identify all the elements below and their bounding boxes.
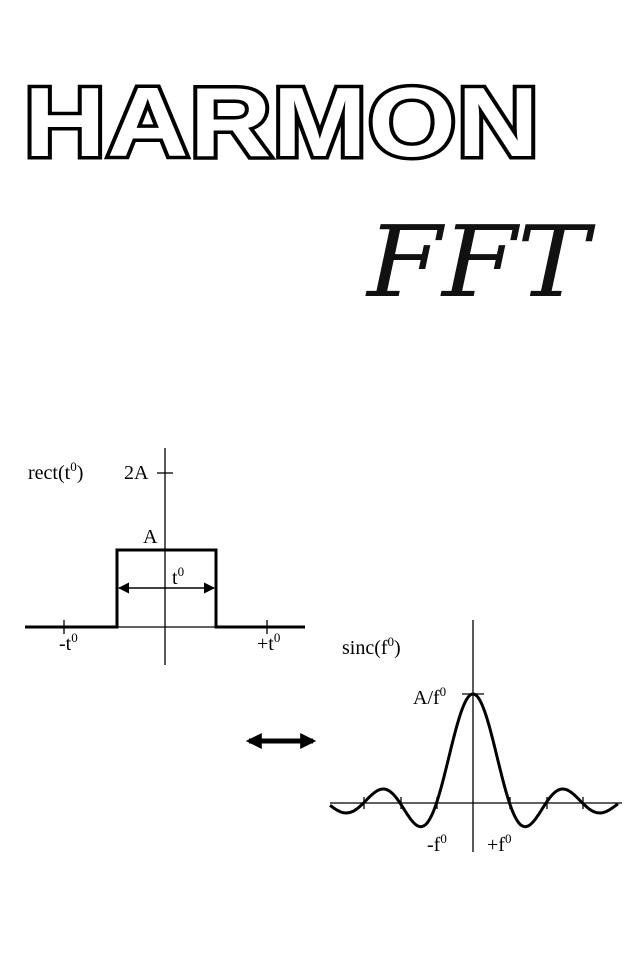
app-subtitle: FFT — [365, 206, 597, 320]
rect-amplitude-label: A — [143, 526, 158, 548]
rect-pulse — [25, 548, 305, 629]
rect-function-label: rect(t0) — [28, 459, 83, 484]
rect-2a-label: 2A — [124, 462, 149, 484]
rect-pos-tick-label: +t0 — [257, 630, 280, 655]
rect-neg-tick-label: -t0 — [59, 630, 78, 655]
sinc-peak-label: A/f0 — [413, 684, 446, 709]
sinc-plot: sinc(f0) A/f0 -f0 +f0 — [329, 620, 622, 856]
rect-width-label: t0 — [172, 564, 184, 589]
app-title: HARMON — [24, 67, 540, 177]
sinc-pos-tick-label: +f0 — [487, 831, 511, 856]
sinc-curve — [329, 692, 619, 829]
sinc-neg-tick-label: -f0 — [427, 831, 447, 856]
rect-plot: rect(t0) 2A A t0 -t0 +t0 — [25, 448, 305, 665]
sinc-function-label: sinc(f0) — [342, 634, 401, 659]
